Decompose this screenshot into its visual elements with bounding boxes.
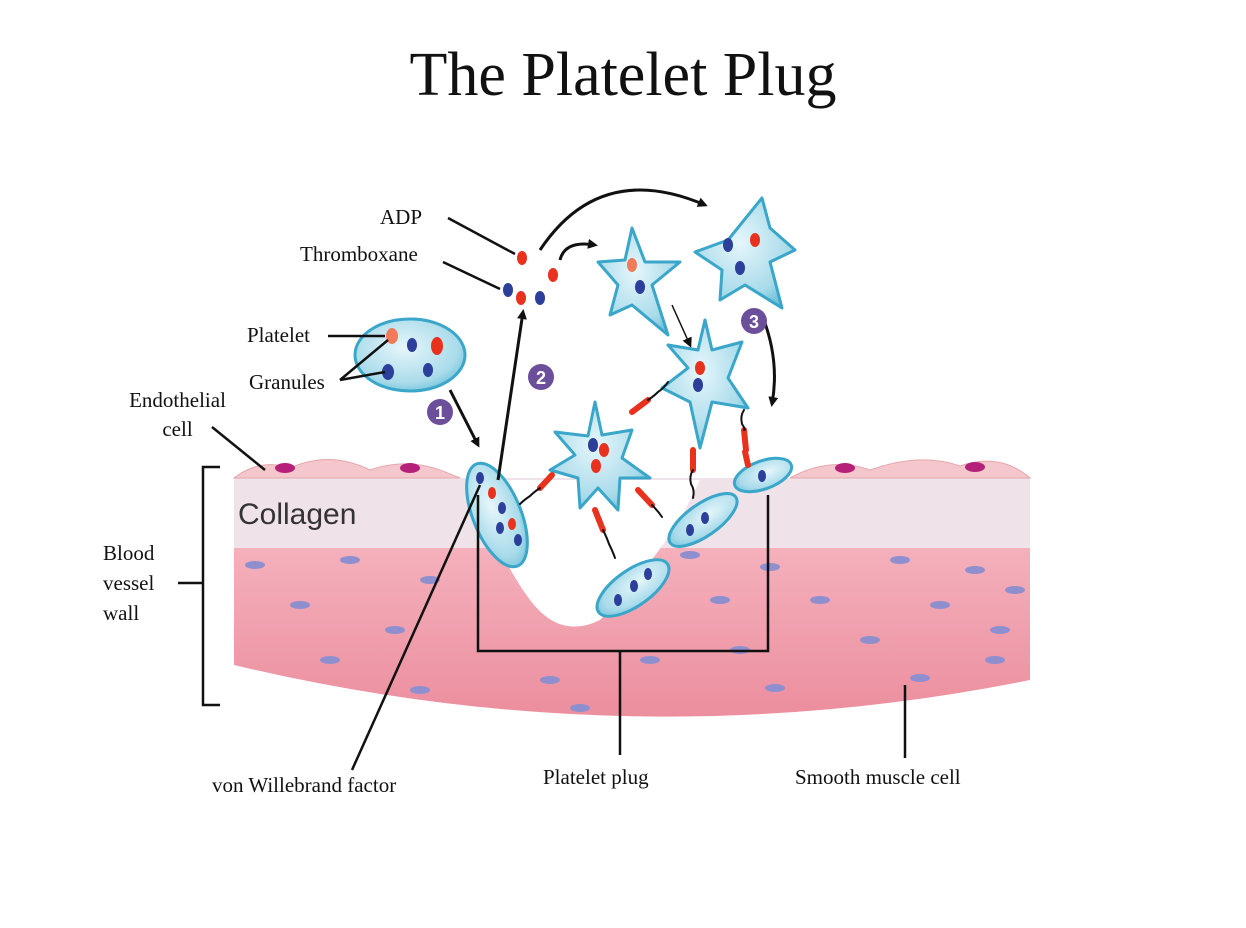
- label-blood-vessel-wall: Blood vessel wall: [103, 538, 154, 628]
- step-badge-1: 1: [427, 399, 453, 425]
- label-platelet: Platelet: [247, 323, 310, 347]
- label-collagen: Collagen: [238, 498, 357, 531]
- step-badge-2: 2: [528, 364, 554, 390]
- activated-platelet-1: [596, 226, 682, 337]
- label-bvw-line2: vessel: [103, 571, 155, 595]
- endothelial-cells: [232, 459, 1032, 479]
- adherent-platelet-left: [465, 461, 529, 569]
- label-bvw-line1: Blood: [103, 541, 155, 565]
- activated-platelet-4: [548, 400, 652, 512]
- diagram-title: The Platelet Plug: [409, 41, 837, 109]
- label-thromboxane: Thromboxane: [300, 242, 418, 266]
- adherent-platelet-bottom: [595, 558, 671, 618]
- label-endothelial-line2: cell: [162, 417, 193, 441]
- label-platelet-plug: Platelet plug: [543, 765, 649, 789]
- label-endothelial-line1: Endothelial: [129, 388, 226, 412]
- label-granules: Granules: [249, 370, 325, 394]
- step-badge-2-text: 2: [536, 368, 546, 388]
- released-granules: [503, 251, 558, 305]
- label-adp: ADP: [380, 205, 423, 229]
- activated-platelet-2: [693, 196, 797, 310]
- adherent-platelet-middle: [667, 492, 739, 548]
- label-bvw-line3: wall: [103, 601, 140, 625]
- label-endothelial-cell: Endothelial cell: [115, 388, 240, 442]
- smooth-muscle-nuclei: [245, 551, 1025, 712]
- label-smooth-muscle-cell: Smooth muscle cell: [795, 765, 961, 789]
- leader-lines: [178, 216, 907, 771]
- step-badge-1-text: 1: [435, 403, 445, 423]
- von-willebrand-bridges: [519, 381, 751, 559]
- step-badge-3-text: 3: [749, 312, 759, 332]
- wound-cavity: [470, 480, 700, 627]
- label-von-willebrand-factor: von Willebrand factor: [212, 773, 397, 797]
- activated-platelet-3: [660, 318, 750, 450]
- step-badge-3: 3: [741, 308, 767, 334]
